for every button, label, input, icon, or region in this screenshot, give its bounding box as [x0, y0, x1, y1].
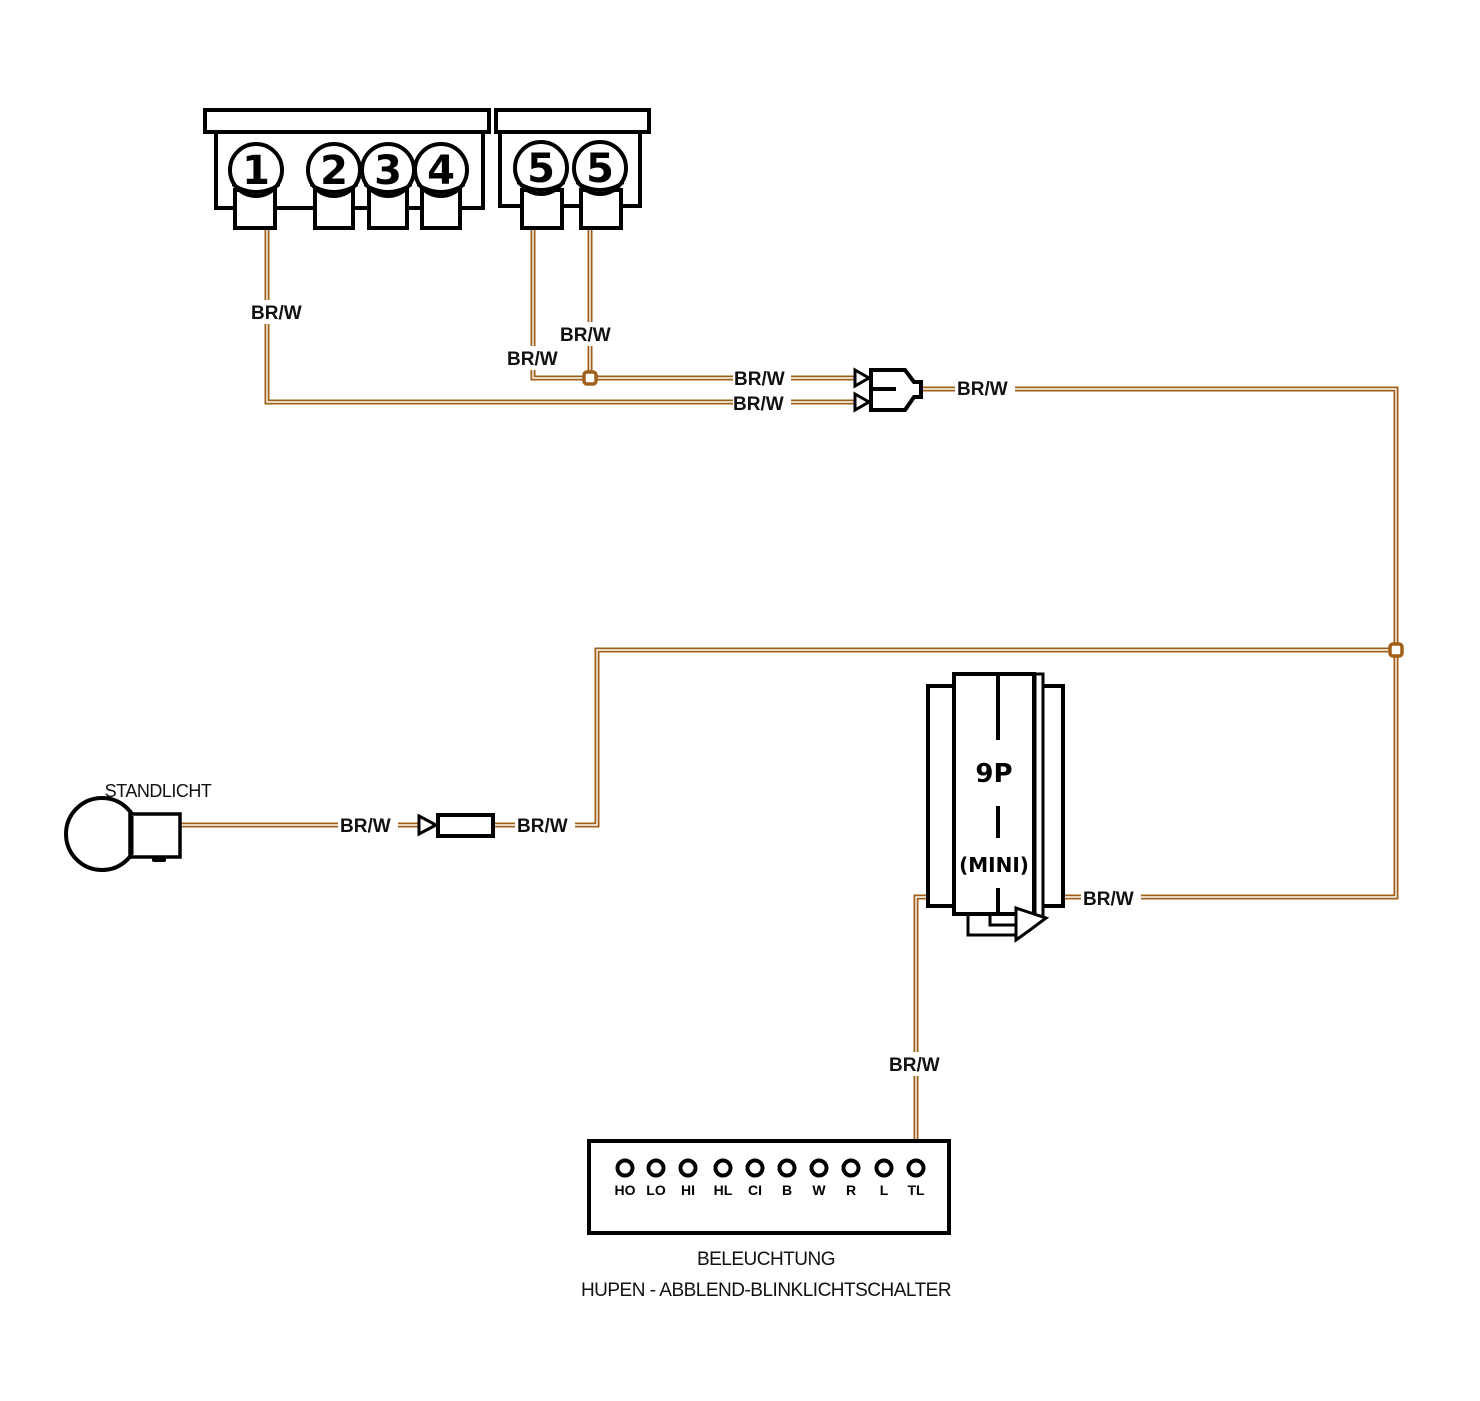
plug-connector [853, 367, 923, 413]
pin-terminal [745, 1158, 765, 1178]
terminal-1-label: 1 [242, 148, 270, 194]
terminal-5a: 5 [513, 140, 569, 230]
terminal-3: 3 [360, 142, 416, 230]
pin-label: HI [681, 1182, 695, 1198]
terminal-1: 1 [228, 142, 284, 230]
switch-pin-r: R [841, 1158, 861, 1198]
standlicht-label: STANDLICHT [105, 781, 212, 801]
label-standlicht-right: BR/W [517, 816, 568, 837]
terminal-2-label: 2 [320, 148, 348, 194]
label-term5a-drop: BR/W [507, 349, 558, 370]
label-standlicht-left: BR/W [340, 816, 391, 837]
wire-labels: BR/W BR/W BR/W BR/W BR/W BR/W BR/W BR/W … [250, 300, 1141, 1076]
top-connector-left: 1 2 3 4 [203, 108, 491, 230]
light-switch: HO LO HI HL CI B W R L TL [587, 1139, 951, 1235]
wire-mini-to-switch [913, 894, 928, 1160]
terminal-5a-label: 5 [527, 146, 555, 192]
label-term5b-drop: BR/W [560, 325, 611, 346]
wire-term1-to-plug [264, 228, 855, 405]
mini-connector-subtitle: (MINI) [959, 853, 1029, 877]
pin-label: CI [748, 1182, 762, 1198]
switch-pin-w: W [809, 1158, 829, 1198]
pin-terminal [615, 1158, 635, 1178]
terminal-5b: 5 [572, 140, 628, 230]
top-connector-right: 5 5 [494, 108, 651, 230]
pin-terminal [646, 1158, 666, 1178]
terminal-2: 2 [306, 142, 362, 230]
pin-label: TL [907, 1182, 925, 1198]
label-mini-right: BR/W [1083, 889, 1134, 910]
terminal-4: 4 [413, 142, 469, 230]
switch-pin-l: L [874, 1158, 894, 1198]
switch-pin-b: B [777, 1158, 797, 1198]
switch-pin-tl: TL [906, 1158, 926, 1198]
pin-label: HO [615, 1182, 636, 1198]
pin-terminal [713, 1158, 733, 1178]
terminal-3-label: 3 [374, 148, 402, 194]
pin-label: L [880, 1182, 889, 1198]
label-term1-drop: BR/W [251, 303, 302, 324]
switch-pins: HO LO HI HL CI B W R L TL [615, 1158, 926, 1198]
switch-pin-hl: HL [713, 1158, 733, 1198]
label-switch-drop: BR/W [889, 1055, 940, 1076]
pin-label: LO [646, 1182, 666, 1198]
terminal-5b-label: 5 [586, 146, 614, 192]
pin-label: B [782, 1182, 792, 1198]
pin-label: HL [714, 1182, 733, 1198]
junction-terminal5 [582, 370, 598, 386]
switch-pin-lo: LO [646, 1158, 666, 1198]
pin-terminal [809, 1158, 829, 1178]
switch-pin-hi: HI [678, 1158, 698, 1198]
pin-terminal [841, 1158, 861, 1178]
pin-label: R [846, 1182, 856, 1198]
junction-trunk [1388, 642, 1404, 658]
switch-caption-line1: BELEUCHTUNG [697, 1249, 835, 1270]
standlicht-bulb [64, 796, 182, 872]
switch-caption-line2: HUPEN - ABBLEND-BLINKLICHTSCHALTER [581, 1280, 951, 1301]
pin-terminal [906, 1158, 926, 1178]
pin-terminal [874, 1158, 894, 1178]
wire-term5a-to-junction [530, 228, 590, 381]
mini-connector-9p: 9P (MINI) [926, 672, 1065, 943]
bullet-connector [417, 813, 495, 838]
pin-label: W [812, 1182, 826, 1198]
label-bus-lower: BR/W [733, 394, 784, 415]
switch-pin-ho: HO [615, 1158, 636, 1198]
label-after-plug: BR/W [957, 379, 1008, 400]
pin-terminal [777, 1158, 797, 1178]
mini-connector-title: 9P [975, 759, 1012, 789]
label-bus-upper: BR/W [734, 369, 785, 390]
switch-pin-ci: CI [745, 1158, 765, 1198]
pin-terminal [678, 1158, 698, 1178]
terminal-4-label: 4 [427, 148, 455, 194]
